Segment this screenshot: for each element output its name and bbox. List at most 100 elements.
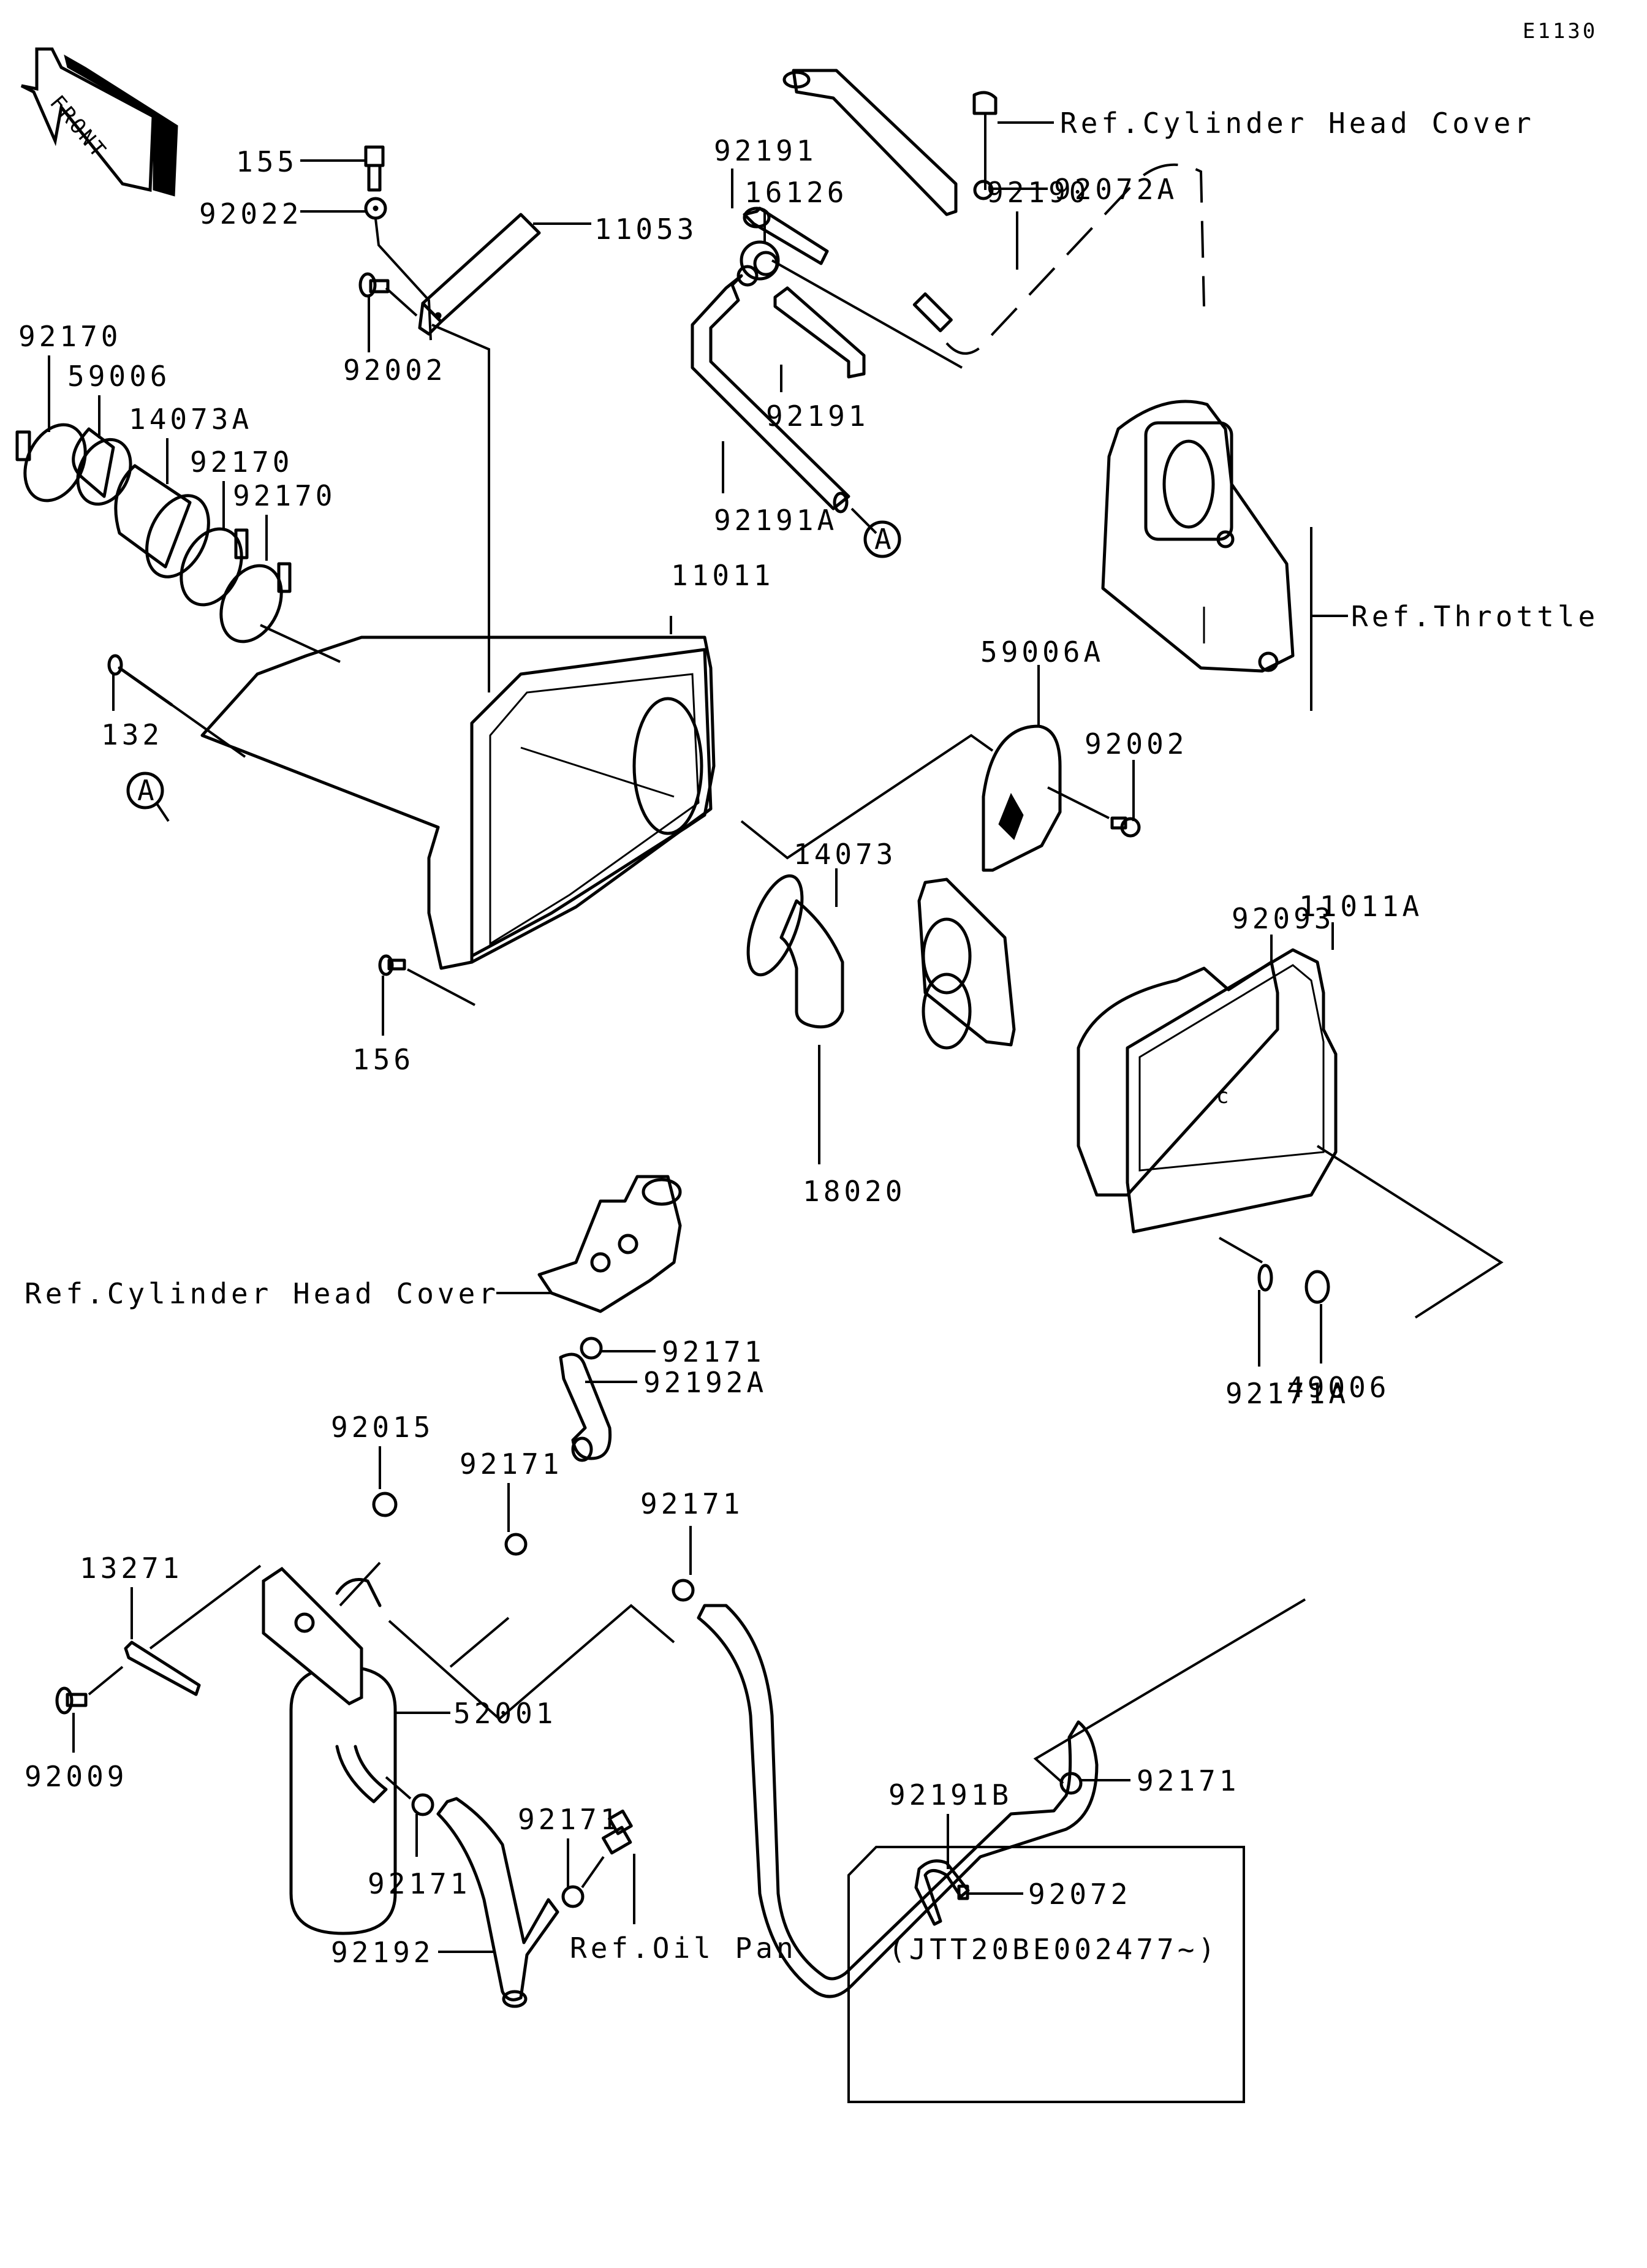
cylinder-head-cover-ref [537,1175,682,1313]
part-label-156: 156 [352,1043,414,1076]
part-label-18020: 18020 [803,1175,906,1208]
hose-92191-top [743,207,829,265]
canister-outlet-hose [335,1745,388,1803]
bolt-156 [378,954,406,976]
hose-92191B [697,1604,1099,1998]
funnel-plate-18020 [917,878,1016,1050]
part-label-92009: 92009 [25,1760,127,1793]
hose-92192 [436,1797,559,2008]
part-label-92191-top: 92191 [714,134,817,167]
callout-a-left [126,772,164,810]
part-label-92190: 92190 [986,176,1089,209]
inset-box [847,1846,1245,2103]
part-label-92192: 92192 [331,1936,434,1969]
clamp-92171-c [672,1579,695,1602]
part-label-92171A: 92171A [1225,1377,1349,1410]
part-label-92191-mid: 92191 [766,400,869,433]
part-label-92170-mid: 92170 [190,446,293,479]
part-label-132: 132 [101,718,163,751]
part-label-92015: 92015 [331,1411,434,1444]
ref-throttle: Ref.Throttle [1351,600,1599,633]
part-label-92072A: 92072A [1054,173,1178,206]
ref-cylinder-head-cover-mid: Ref.Cylinder Head Cover [25,1277,499,1310]
cap-ref-cylinder-head [972,91,998,115]
part-label-59006: 59006 [67,360,170,393]
screw-92009 [55,1686,88,1715]
plate-59006A [982,724,1062,872]
clip-92072A [973,180,994,200]
clamp-92171-b [504,1533,528,1556]
part-label-49006: 49006 [1287,1371,1390,1404]
part-label-92170-right: 92170 [233,479,336,512]
clamp-92171-f [1059,1772,1083,1795]
part-label-92072: 92072 [1028,1878,1131,1911]
tube-14073A [114,464,210,578]
hose-92192A [559,1352,612,1462]
bolt-92002-right [1110,816,1141,838]
part-label-92171-e: 92171 [518,1803,621,1836]
ref-cylinder-head-cover-top: Ref.Cylinder Head Cover [1060,107,1535,140]
part-label-92171-c: 92171 [640,1487,743,1520]
part-label-59006A: 59006A [980,635,1104,669]
part-label-92170-left: 92170 [18,320,121,353]
diagram-id: E1130 [1523,19,1597,44]
part-label-92022: 92022 [199,197,302,230]
elbow-14073 [746,874,844,1029]
strap-13271 [124,1640,201,1696]
hose-92072A-top [782,69,958,216]
part-label-92192A: 92192A [643,1366,767,1399]
clamp-92171-a [580,1337,603,1360]
gasket-92093 [1077,960,1279,1197]
hose-92191-mid [773,286,866,379]
clamp-92170-right [219,562,292,643]
bolt-132 [107,654,173,707]
serial-note: (JTT20BE002477~) [888,1933,1219,1966]
part-label-92191B: 92191B [888,1778,1012,1811]
cover-mark: c [1216,1084,1231,1109]
part-label-11011: 11011 [671,559,774,592]
part-label-92002-top: 92002 [343,354,446,387]
oil-pan-fitting [602,1809,633,1855]
front-arrow-icon: FRONT [20,47,178,197]
washer-92022 [364,197,387,220]
bracket-11053 [418,213,541,336]
part-label-92171-f: 92171 [1137,1764,1240,1797]
bolt-92002-top [358,272,390,298]
filter-59006 [72,427,132,506]
valve-16126 [736,240,780,287]
part-label-14073: 14073 [793,838,896,871]
clip-92171A [1257,1264,1273,1292]
part-label-52001: 52001 [453,1697,556,1730]
air-box-housing-11011 [200,635,716,970]
part-label-14073A: 14073A [129,403,252,436]
part-label-92093: 92093 [1232,902,1335,935]
part-label-92171-b: 92171 [460,1447,562,1481]
part-label-155: 155 [236,145,298,178]
callout-a-right [863,520,901,558]
clamp-92171-d [411,1793,434,1816]
plug-49006 [1304,1270,1330,1304]
canister-52001 [262,1566,397,1935]
hose-92191A [691,274,850,514]
callout-a-right-label: A [874,523,895,556]
throttle-body-ref [1101,400,1295,673]
nut-92015 [372,1492,398,1517]
part-label-92002-right: 92002 [1085,727,1187,760]
part-label-92191A: 92191A [714,504,838,537]
part-label-13271: 13271 [80,1552,183,1585]
ref-oil-pan: Ref.Oil Pan [570,1932,797,1965]
hose-92190 [912,292,953,333]
part-label-11053: 11053 [594,213,697,246]
callout-a-left-label: A [137,774,158,807]
clamp-92171-e [561,1885,585,1908]
part-label-92171-d: 92171 [368,1867,471,1900]
bolt-155 [364,145,385,192]
cover-11011A: c [1126,948,1338,1234]
tie-92072 [914,1859,970,1926]
part-label-16126: 16126 [744,176,847,209]
part-label-11011A: 11011A [1299,890,1423,923]
clamp-92170-mid [180,527,249,607]
part-label-92171-a: 92171 [662,1335,765,1368]
clamp-92170-left [15,423,87,503]
